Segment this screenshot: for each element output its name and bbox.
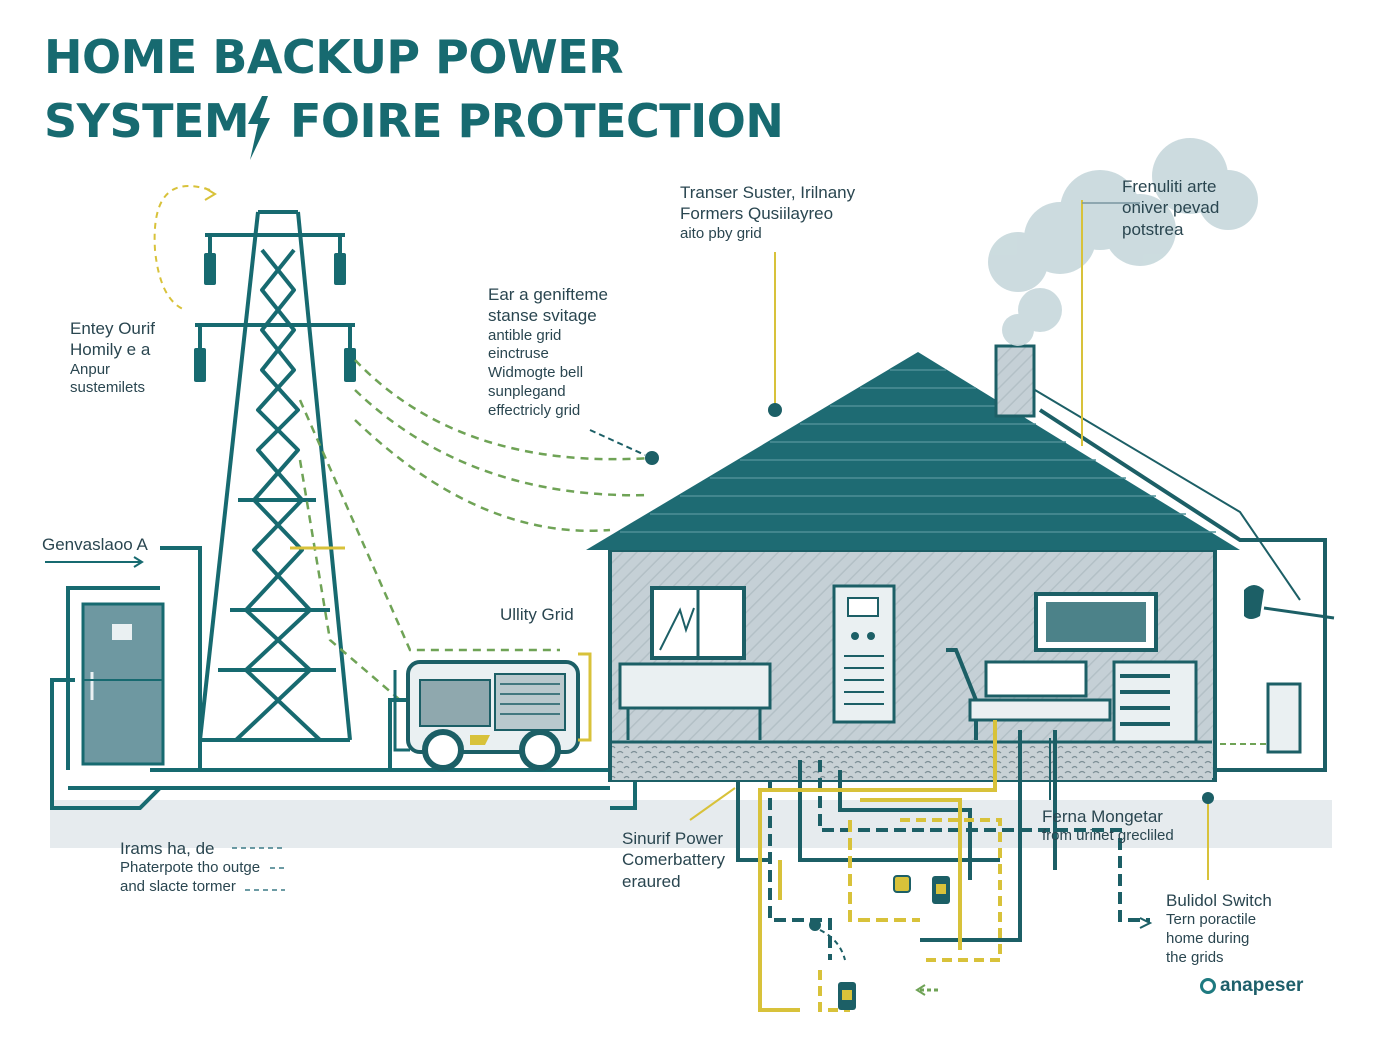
generator-icon <box>393 652 592 771</box>
transfer-switch-label: Transer Suster, Irilnany Formers Qusiila… <box>680 183 856 242</box>
generator-a-label: Genvaslaoo A <box>42 535 148 554</box>
utility-grid-label: Ullity Grid <box>500 605 574 624</box>
lamps-label: Irams ha, de Phaterpote tho outge and sl… <box>120 839 261 895</box>
title-line-1: HOME BACKUP POWER <box>44 30 624 84</box>
power-tower-icon <box>194 210 356 742</box>
smoke-cloud-icon <box>988 138 1258 346</box>
house-icon <box>586 344 1240 782</box>
brand-icon <box>1200 978 1216 994</box>
brand-logo: anapeser <box>1200 975 1303 997</box>
build-switch-label: Bulidol Switch Tern poractile home durin… <box>1166 891 1272 966</box>
battery-icon <box>838 875 950 1010</box>
refrigerator-icon <box>66 586 165 770</box>
lightning-icon <box>248 96 270 160</box>
smart-power-label: Sinurif Power Comerbattery eraured <box>622 829 725 891</box>
title-line-2-right: FOIRE PROTECTION <box>290 94 784 148</box>
monitor-label: Ferna Mongetar from urinet grecliled <box>1042 807 1174 845</box>
generator-note-label: Ear a genifteme stanse svitage antible g… <box>488 285 609 419</box>
title-line-2-left: SYSTEM <box>44 94 250 148</box>
brand-name: anapeser <box>1220 975 1304 996</box>
entry-label: Entey Ourif Homily e a Anpur sustemilets <box>70 319 156 397</box>
smoke-note-label: Frenuliti arte oniver pevad potstrea <box>1122 177 1220 239</box>
